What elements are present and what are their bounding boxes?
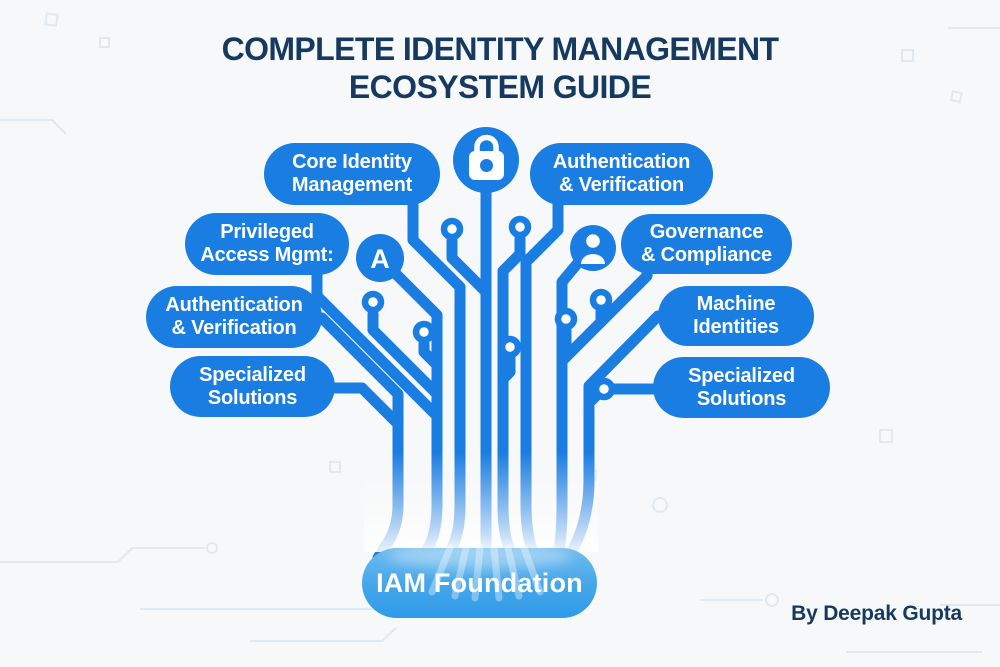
letter-a-badge-icon: A	[356, 234, 404, 282]
node-pill-specialized-solutions-left: Specialized Solutions	[170, 356, 335, 417]
node-label: Machine Identities	[693, 293, 779, 338]
branch-specialized-left	[329, 382, 404, 430]
branch-privileged	[311, 264, 443, 422]
node-pill-authentication-verification-left: Authentication & Verification	[146, 286, 322, 348]
page-title: COMPLETE IDENTITY MANAGEMENT ECOSYSTEM G…	[120, 30, 880, 107]
circuit-ring-node	[589, 288, 613, 312]
page-title-line1: COMPLETE IDENTITY MANAGEMENT	[221, 31, 779, 67]
root-fan-stripes	[428, 544, 544, 602]
node-label: Authentication & Verification	[552, 151, 691, 196]
branch-ring-r7	[497, 353, 516, 385]
branch-specialized-right-2	[583, 390, 602, 409]
circuit-ring-node	[412, 320, 436, 344]
node-label: Governance & Compliance	[641, 221, 772, 266]
circuit-ring-node	[361, 290, 385, 314]
circuit-ring-node	[498, 335, 522, 359]
trunk-fade-glow	[364, 452, 598, 552]
foundation-label: IAM Foundation	[376, 567, 583, 598]
circuit-ring-node	[592, 377, 616, 401]
foundation-shape	[362, 543, 597, 618]
svg-text:A: A	[370, 244, 390, 274]
circuit-ring-node	[440, 217, 464, 241]
lock-icon	[453, 127, 519, 193]
node-pill-specialized-solutions-right: Specialized Solutions	[653, 357, 830, 418]
node-label: Core Identity Management	[291, 151, 413, 196]
node-label: Privileged Access Mgmt:	[200, 221, 334, 266]
page-title-line2: ECOSYSTEM GUIDE	[348, 69, 652, 106]
node-pill-core-identity-management: Core Identity Management	[264, 143, 440, 205]
circuit-ring-nodes	[361, 215, 616, 401]
user-icon	[570, 225, 616, 271]
node-label: Specialized Solutions	[199, 363, 306, 409]
circuit-ring-node	[508, 215, 532, 239]
branch-ring-top-left	[446, 235, 492, 298]
circuit-ring-node	[554, 307, 578, 331]
node-pill-authentication-verification-right: Authentication & Verification	[530, 143, 713, 205]
node-label: Specialized Solutions	[688, 364, 795, 410]
node-label: Authentication & Verification	[165, 294, 303, 339]
branch-ring-midleft	[367, 308, 443, 400]
branch-ring-left3	[418, 338, 443, 371]
node-pill-machine-identities: Machine Identities	[658, 286, 814, 346]
byline-author: By Deepak Gupta	[791, 602, 962, 625]
node-pill-governance-compliance: Governance & Compliance	[621, 214, 792, 274]
node-pill-privileged-access-mgmt: Privileged Access Mgmt:	[185, 213, 349, 275]
